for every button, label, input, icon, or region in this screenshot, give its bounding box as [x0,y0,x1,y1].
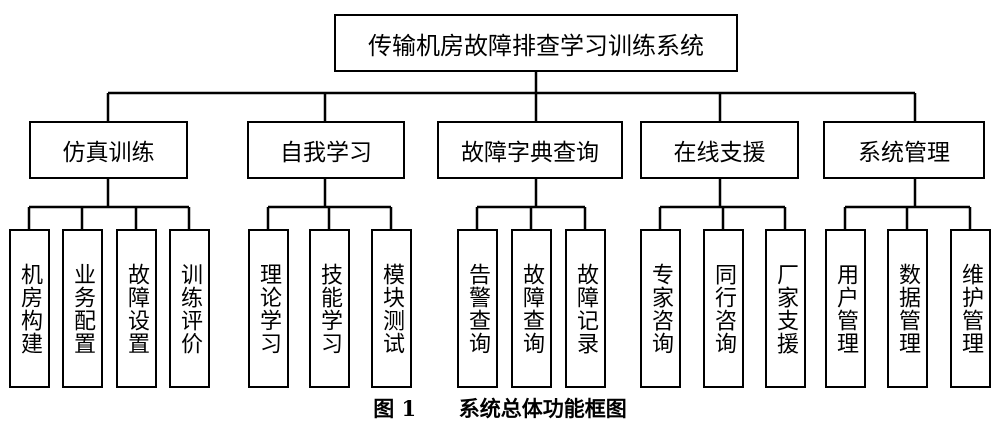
leaf-label: 理论学习 [256,262,281,355]
leaf-box: 故障设置 [116,229,157,388]
module-box-fault-dictionary: 故障字典查询 [437,121,623,179]
leaf-label: 故障记录 [573,262,598,355]
leaf-label: 机房构建 [17,262,42,355]
leaf-label: 数据管理 [895,262,920,355]
leaf-box: 理论学习 [248,229,289,388]
leaf-label: 维护管理 [958,262,983,355]
leaf-box: 训练评价 [169,229,210,388]
leaf-label: 用户管理 [833,262,858,355]
leaf-label: 模块测试 [379,262,404,355]
leaf-label: 业务配置 [70,262,95,355]
leaf-label: 告警查询 [465,262,490,355]
module-label: 系统管理 [858,140,950,166]
leaf-box: 告警查询 [457,229,498,388]
leaf-label: 故障查询 [519,262,544,355]
module-box-system-management: 系统管理 [823,121,985,179]
leaf-box: 数据管理 [887,229,928,388]
figure-number: 图 1 [373,396,417,421]
leaf-box: 故障查询 [511,229,552,388]
module-box-online-support: 在线支援 [640,121,799,179]
module-box-self-learning: 自我学习 [247,121,405,179]
leaf-box: 同行咨询 [703,229,744,388]
leaf-box: 机房构建 [9,229,50,388]
leaf-label: 训练评价 [177,262,202,355]
module-box-simulation-training: 仿真训练 [29,121,188,179]
leaf-box: 厂家支援 [765,229,806,388]
leaf-box: 故障记录 [565,229,606,388]
leaf-label: 故障设置 [124,262,149,355]
figure-caption: 图 1 系统总体功能框图 [0,393,1000,425]
leaf-box: 模块测试 [371,229,412,388]
system-title-box: 传输机房故障排查学习训练系统 [334,14,738,72]
leaf-label: 专家咨询 [648,262,673,355]
module-label: 在线支援 [673,140,766,166]
system-title: 传输机房故障排查学习训练系统 [368,31,704,60]
leaf-label: 技能学习 [317,262,342,355]
module-label: 故障字典查询 [461,140,599,166]
leaf-label: 同行咨询 [711,262,736,355]
module-label: 仿真训练 [62,140,155,166]
figure-title: 系统总体功能框图 [458,396,627,421]
leaf-box: 专家咨询 [640,229,681,388]
leaf-label: 厂家支援 [773,262,798,355]
leaf-box: 维护管理 [950,229,991,388]
module-label: 自我学习 [280,140,372,166]
leaf-box: 技能学习 [309,229,350,388]
leaf-box: 业务配置 [62,229,103,388]
leaf-box: 用户管理 [825,229,866,388]
